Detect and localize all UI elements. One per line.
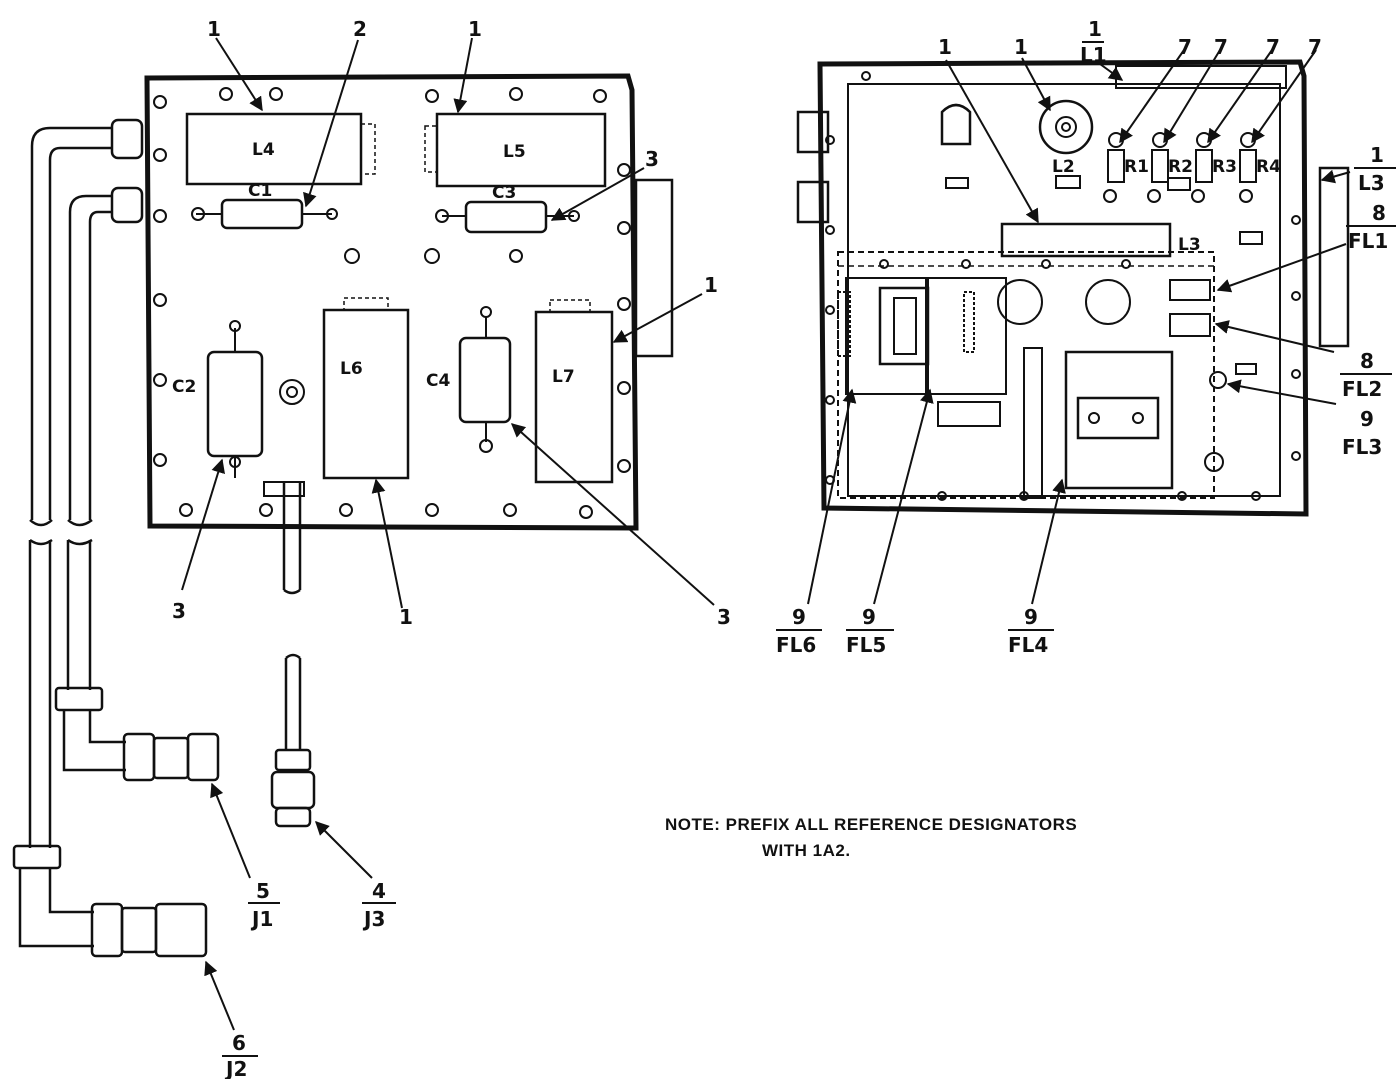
callout-l1-item: 1	[1088, 17, 1102, 41]
j3-designator: J3	[362, 907, 385, 931]
label-r4: R4	[1256, 157, 1281, 177]
callout-fl2-designator: FL2	[1342, 377, 1382, 401]
label-l6: L6	[340, 359, 363, 379]
resistor-group	[1103, 132, 1263, 245]
callout-fl6-item: 9	[792, 605, 806, 629]
right-callout-labels: 1 1 1 L1 7 7 7 7 1 L3 8 FL1 8 FL2 9 FL3 …	[776, 17, 1388, 657]
coax-cables	[12, 118, 316, 958]
callout-l5-item: 1	[468, 17, 482, 41]
label-r3: R3	[1212, 157, 1237, 177]
reference-note: NOTE: PREFIX ALL REFERENCE DESIGNATORS W…	[665, 812, 1077, 864]
left-chassis-panel	[144, 73, 674, 595]
cable-callouts	[204, 782, 396, 1057]
label-l3: L3	[1178, 235, 1201, 255]
label-c2: C2	[172, 377, 196, 397]
label-c3: C3	[492, 183, 516, 203]
callout-l6-item: 1	[399, 605, 413, 629]
j2-item: 6	[232, 1031, 246, 1055]
j1-item: 5	[256, 879, 270, 903]
cable-labels: 5 J1 4 J3 6 J2	[224, 879, 386, 1079]
callout-r1-item: 7	[1178, 35, 1192, 59]
left-callout-numbers: 1 2 1 3 1 3 1 3	[172, 17, 731, 629]
callout-fl5-designator: FL5	[846, 633, 886, 657]
callout-c4-item: 3	[717, 605, 731, 629]
callout-fl1-item: 8	[1372, 201, 1386, 225]
callout-r2-item: 7	[1214, 35, 1228, 59]
callout-fl6-designator: FL6	[776, 633, 816, 657]
j3-item: 4	[372, 879, 386, 903]
callout-fl1-designator: FL1	[1348, 229, 1388, 253]
callout-r4-item: 7	[1308, 35, 1322, 59]
panel-screws	[153, 87, 631, 519]
callout-l7-item: 1	[704, 273, 718, 297]
callout-l2-item: 1	[1014, 35, 1028, 59]
callout-c1-item: 2	[353, 17, 367, 41]
label-l4: L4	[252, 140, 275, 160]
callout-l3-side-designator: L3	[1358, 171, 1385, 195]
left-callouts	[181, 37, 715, 609]
j1-designator: J1	[250, 907, 273, 931]
callout-r3-item: 7	[1266, 35, 1280, 59]
left-component-labels: L4 L5 C1 C3 L6 L7 C2 C4	[172, 140, 575, 397]
label-r1: R1	[1124, 157, 1149, 177]
label-l5: L5	[503, 142, 526, 162]
label-l7: L7	[552, 367, 575, 387]
callout-fl4-designator: FL4	[1008, 633, 1048, 657]
right-chassis-panel	[796, 59, 1350, 517]
label-c1: C1	[248, 181, 272, 201]
callout-fl2-item: 8	[1360, 349, 1374, 373]
callout-fl3-item: 9	[1360, 407, 1374, 431]
label-r2: R2	[1168, 157, 1193, 177]
note-line-1: NOTE: PREFIX ALL REFERENCE DESIGNATORS	[665, 815, 1078, 834]
callout-l1-designator: L1	[1080, 43, 1107, 67]
label-c4: C4	[426, 371, 450, 391]
callout-c3-item: 3	[645, 147, 659, 171]
callout-l3-top-item: 1	[938, 35, 952, 59]
note-line-2: WITH 1A2.	[762, 841, 851, 860]
callout-fl5-item: 9	[862, 605, 876, 629]
callout-fl3-designator: FL3	[1342, 435, 1382, 459]
right-callouts	[776, 41, 1396, 631]
callout-l4-item: 1	[207, 17, 221, 41]
right-component-labels: L2 R1 R2 R3 R4 L3	[1052, 157, 1281, 255]
callout-fl4-item: 9	[1024, 605, 1038, 629]
j2-designator: J2	[224, 1057, 247, 1079]
callout-c2-item: 3	[172, 599, 186, 623]
label-l2: L2	[1052, 157, 1075, 177]
callout-l3-side-item: 1	[1370, 143, 1384, 167]
